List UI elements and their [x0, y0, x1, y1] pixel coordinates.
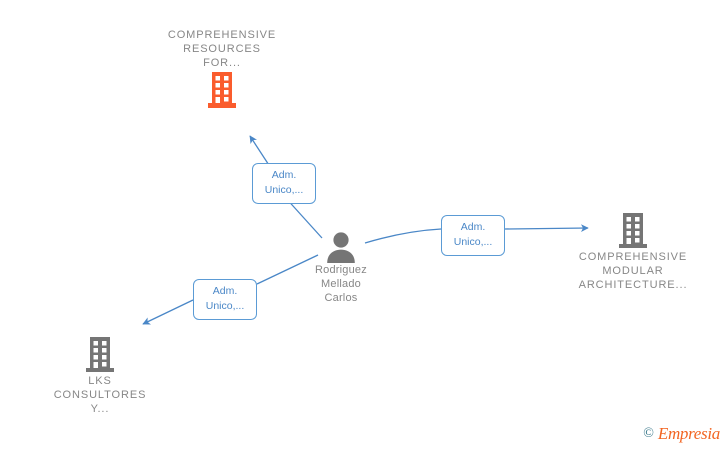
- node-label-comprehensive-resources-for: COMPREHENSIVE RESOURCES FOR...: [167, 29, 277, 69]
- watermark-brand: Empresia: [657, 424, 720, 443]
- person-icon: [324, 231, 358, 263]
- node-lks-consultores-y[interactable]: LKS CONSULTORES Y...: [25, 336, 175, 416]
- node-rodriguez-mellado-carlos[interactable]: Rodriguez Mellado Carlos: [266, 231, 416, 305]
- building-icon: [616, 212, 650, 250]
- building-icon: [204, 70, 240, 110]
- copyright-icon: ©: [643, 426, 654, 441]
- node-label-lks-consultores-y: LKS CONSULTORES Y...: [53, 375, 147, 415]
- edge-label-lks[interactable]: Adm. Unico,...: [193, 279, 257, 320]
- edge-label-resources[interactable]: Adm. Unico,...: [252, 163, 316, 204]
- node-label-comprehensive-modular-architecture: COMPREHENSIVE MODULAR ARCHITECTURE...: [578, 251, 688, 291]
- node-comprehensive-resources-for[interactable]: COMPREHENSIVE RESOURCES FOR...: [147, 28, 297, 110]
- node-comprehensive-modular-architecture[interactable]: COMPREHENSIVE MODULAR ARCHITECTURE...: [558, 212, 708, 292]
- edge-to-lks-consultores-head: [142, 299, 194, 325]
- edge-label-modular[interactable]: Adm. Unico,...: [441, 215, 505, 256]
- node-label-rodriguez-mellado-carlos: Rodriguez Mellado Carlos: [315, 264, 367, 304]
- building-icon: [83, 336, 117, 374]
- watermark: © Empresia: [643, 424, 720, 444]
